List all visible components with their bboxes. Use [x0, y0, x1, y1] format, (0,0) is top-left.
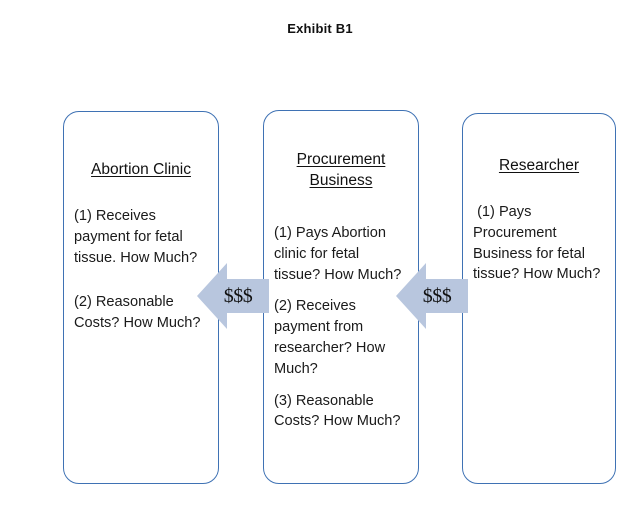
- box-abortion-clinic[interactable]: Abortion Clinic (1) Receives payment for…: [63, 111, 219, 484]
- list-item: (1) Pays Procurement Business for fetal …: [473, 204, 601, 283]
- money-flow-arrow-left-icon: $$$: [197, 257, 269, 335]
- list-item: (1) Pays Abortion clinic for fetal tissu…: [274, 225, 402, 283]
- box-content: Procurement Business (1) Pays Abortion c…: [264, 111, 418, 483]
- box-header-researcher: Researcher: [498, 157, 580, 174]
- box-header-procurement-business: Procurement Business: [296, 151, 386, 189]
- arrow-label: $$$: [223, 284, 253, 307]
- money-flow-arrow-left-icon: $$$: [396, 257, 468, 335]
- box-header-abortion-clinic: Abortion Clinic: [91, 161, 191, 178]
- list-item: (3) Reasonable Costs? How Much?: [274, 392, 401, 430]
- list-item: (1) Receives payment for fetal tissue. H…: [74, 208, 198, 266]
- box-content: Researcher (1) Pays Procurement Business…: [463, 114, 615, 483]
- list-item: (2) Reasonable Costs? How Much?: [74, 294, 201, 332]
- box-researcher[interactable]: Researcher (1) Pays Procurement Business…: [462, 113, 616, 484]
- page-title: Exhibit B1: [287, 21, 353, 36]
- box-procurement-business[interactable]: Procurement Business (1) Pays Abortion c…: [263, 110, 419, 484]
- box-content: Abortion Clinic (1) Receives payment for…: [64, 112, 218, 483]
- list-item: (2) Receives payment from researcher? Ho…: [274, 298, 390, 377]
- arrow-label: $$$: [422, 284, 452, 307]
